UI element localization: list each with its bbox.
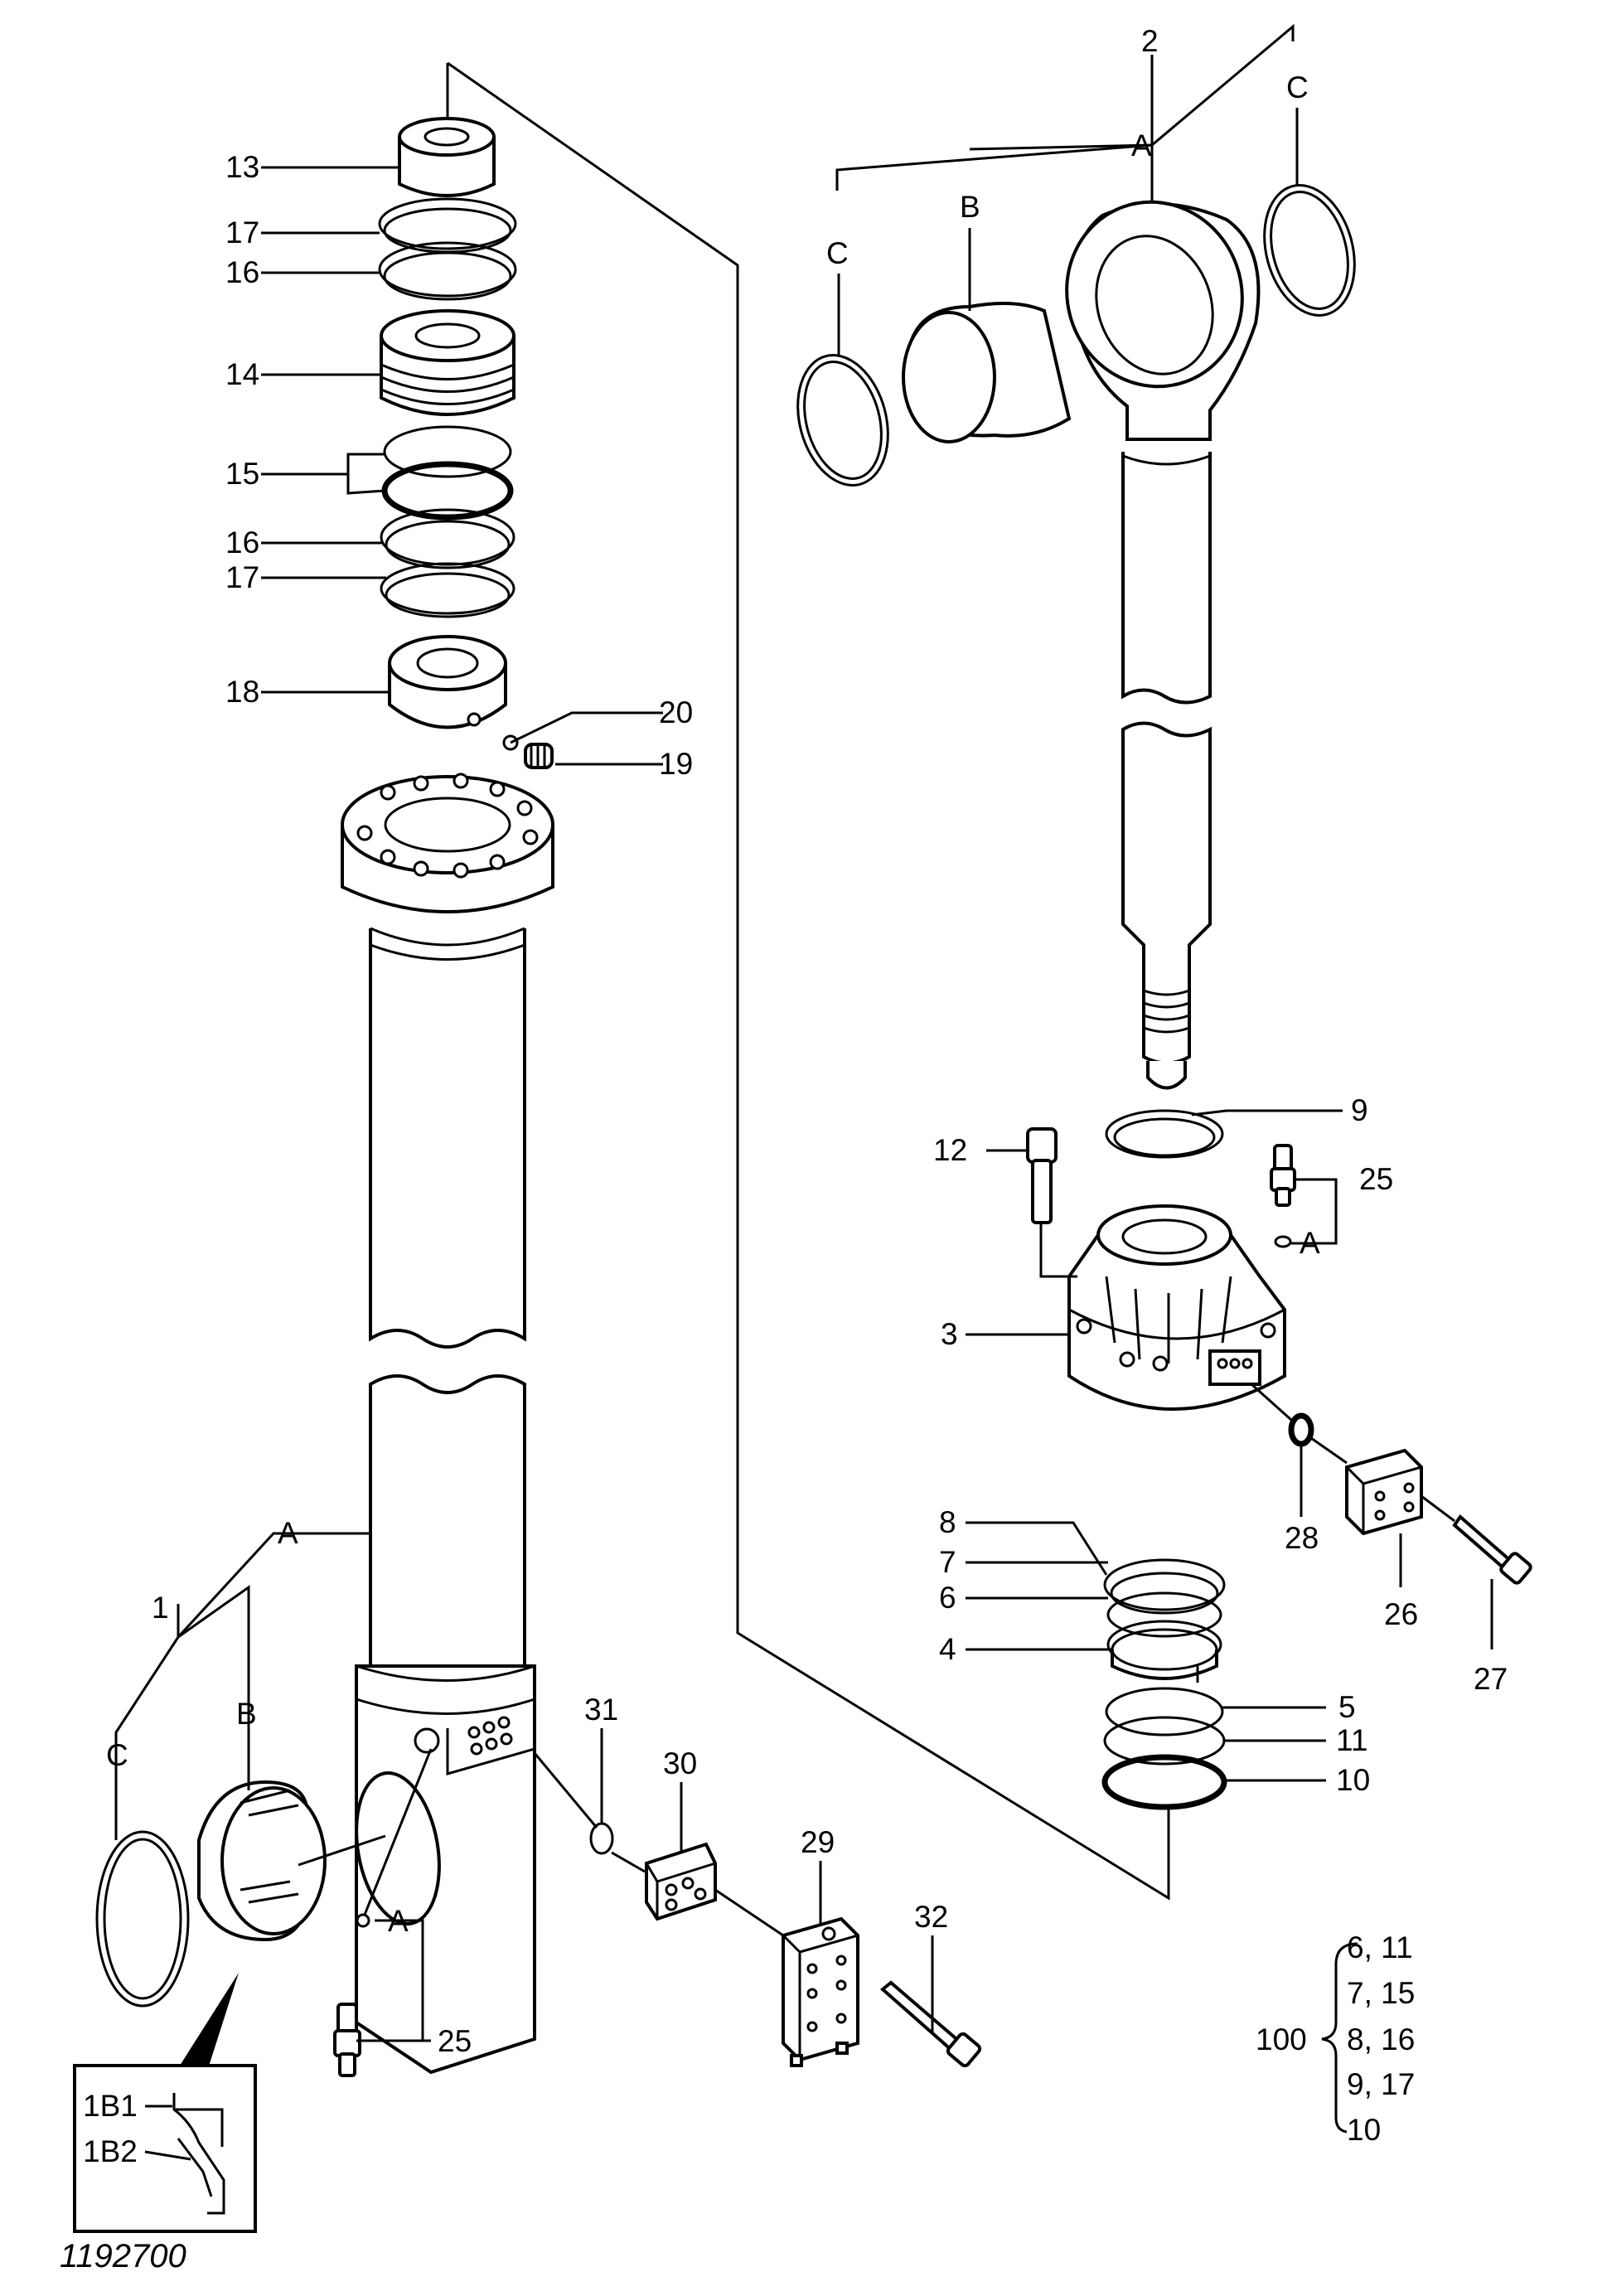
callout-30: 30 [663, 1746, 697, 1780]
callout-3: 3 [941, 1317, 958, 1351]
callout-4: 4 [939, 1632, 956, 1666]
detail-inset-1B [73, 1973, 257, 2233]
callout-A-left: A [278, 1516, 298, 1550]
callout-C-left: C [106, 1738, 128, 1772]
part-17-backup-ring-lower [380, 562, 515, 618]
callout-28: 28 [1285, 1521, 1319, 1555]
callout-9: 9 [1351, 1093, 1368, 1127]
callout-27: 27 [1474, 1662, 1508, 1696]
callout-17-lower: 17 [225, 560, 259, 594]
part-2B-bushing [902, 302, 1072, 443]
callout-5: 5 [1338, 1690, 1356, 1724]
part-9-o-ring [1105, 1109, 1224, 1159]
part-15-seal-kit [381, 425, 514, 521]
kit-item-1: 6, 11 [1347, 1930, 1413, 1964]
kit-number: 100 [1256, 2022, 1307, 2056]
part-14-piston [380, 309, 515, 416]
part-25-grease-nipple-right [1270, 1144, 1296, 1248]
callout-1: 1 [152, 1591, 169, 1625]
part-26-block [1345, 1448, 1455, 1536]
kit-item-4: 9, 17 [1347, 2067, 1415, 2101]
part-25-grease-nipple-left [333, 1748, 433, 2077]
part-10-o-ring [1101, 1754, 1227, 1810]
kit-item-5: 10 [1347, 2113, 1381, 2147]
part-29-valve-block [782, 1916, 859, 2067]
callout-25-left: 25 [438, 2024, 472, 2058]
callout-B-left: B [236, 1697, 257, 1731]
part-32-bolt [879, 1980, 982, 2068]
leader-lines [114, 23, 1493, 2134]
figure-id: 1192700 [60, 2238, 186, 2274]
part-1C-snap-ring [95, 1830, 190, 2008]
callout-1B1: 1B1 [83, 2089, 138, 2123]
part-13-piston-nut [398, 117, 496, 197]
callout-19: 19 [659, 747, 693, 781]
callout-labels: 13 17 16 14 15 16 17 18 20 19 1 A B C 25… [83, 24, 1508, 2168]
callout-10: 10 [1336, 1763, 1370, 1797]
part-2C-snap-ring-right [1263, 184, 1356, 317]
callout-15: 15 [225, 457, 259, 491]
kit-item-3: 8, 16 [1347, 2022, 1415, 2056]
part-1-cylinder-tube [341, 773, 554, 2075]
callout-29: 29 [801, 1825, 835, 1859]
part-30-adapter-block [611, 1842, 784, 1937]
part-19-set-screw [524, 743, 554, 769]
callout-17-upper: 17 [225, 216, 259, 249]
part-16-piston-ring-upper [378, 241, 517, 301]
callout-A-25-right: A [1300, 1226, 1320, 1260]
callout-A-top: A [1131, 128, 1152, 162]
callout-B-top: B [960, 190, 980, 224]
part-8-wiper [1103, 1558, 1226, 1615]
callout-A-25-left: A [388, 1904, 409, 1938]
part-28-o-ring [1250, 1383, 1348, 1465]
callout-14: 14 [225, 357, 259, 391]
callout-12: 12 [933, 1133, 967, 1167]
kit-item-2: 7, 15 [1347, 1976, 1415, 2010]
part-7-seal [1106, 1591, 1222, 1638]
part-12-socket-head-bolt [1026, 1127, 1058, 1224]
callout-C-top-left: C [826, 236, 849, 270]
part-2C-snap-ring-left [796, 354, 889, 487]
part-2-piston-rod [1065, 200, 1261, 1090]
guide-lines [446, 61, 1170, 1901]
callout-25-right: 25 [1359, 1162, 1393, 1196]
callout-18: 18 [225, 675, 259, 709]
callout-2: 2 [1141, 24, 1159, 58]
callout-16-upper: 16 [225, 255, 259, 289]
callout-7: 7 [939, 1545, 956, 1579]
part-27-bolt [1452, 1514, 1532, 1585]
callout-C-top-right: C [1286, 70, 1309, 104]
part-3-cylinder-head [1067, 1204, 1286, 1411]
callout-11: 11 [1336, 1723, 1367, 1757]
callout-6: 6 [939, 1581, 956, 1615]
callout-16-lower: 16 [225, 526, 259, 559]
callout-13: 13 [225, 150, 259, 184]
part-5-snap-ring [1105, 1687, 1224, 1737]
part-18-lock-nut [388, 635, 507, 729]
callout-31: 31 [584, 1693, 618, 1727]
callout-1B2: 1B2 [83, 2134, 138, 2168]
callout-20: 20 [659, 695, 693, 729]
part-1B-bushing [197, 1780, 386, 1942]
callout-26: 26 [1384, 1597, 1418, 1631]
callout-32: 32 [914, 1900, 948, 1934]
part-4-guide-ring [1111, 1628, 1218, 1683]
callout-8: 8 [939, 1505, 956, 1539]
